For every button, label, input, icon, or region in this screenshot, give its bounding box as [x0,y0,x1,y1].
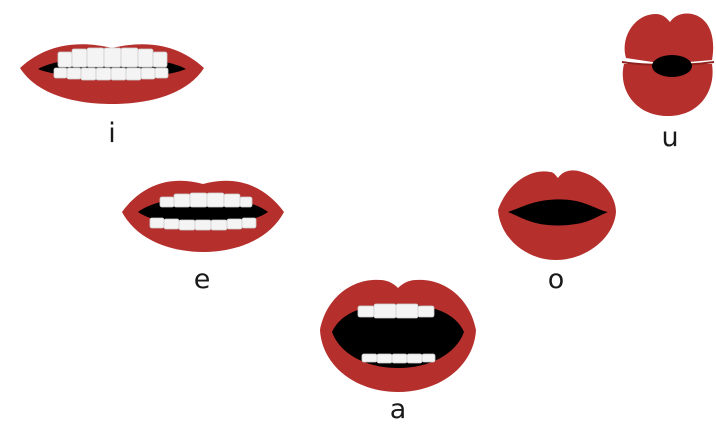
mouth-opening [652,55,692,77]
upper-lip [624,13,714,65]
mouth-u-illustration [621,13,715,116]
upper-teeth [357,303,435,319]
lower-teeth [149,217,257,231]
upper-teeth [159,192,253,208]
lower-lip [622,64,713,116]
lower-teeth [53,67,169,81]
mouth-opening [508,199,608,226]
vowel-label-e: e [193,264,211,295]
upper-teeth [57,47,168,68]
mouth-e-illustration [122,180,284,252]
vowel-label-i: i [108,118,116,149]
vowel-label-a: a [389,394,407,425]
mouth-opening [332,304,464,368]
mouth-o-illustration [498,170,616,260]
mouth-i-illustration [20,44,204,104]
mouth-a-illustration [320,279,476,392]
vowel-label-u: u [661,122,679,153]
vowel-label-o: o [547,264,565,295]
lower-teeth [361,353,436,364]
